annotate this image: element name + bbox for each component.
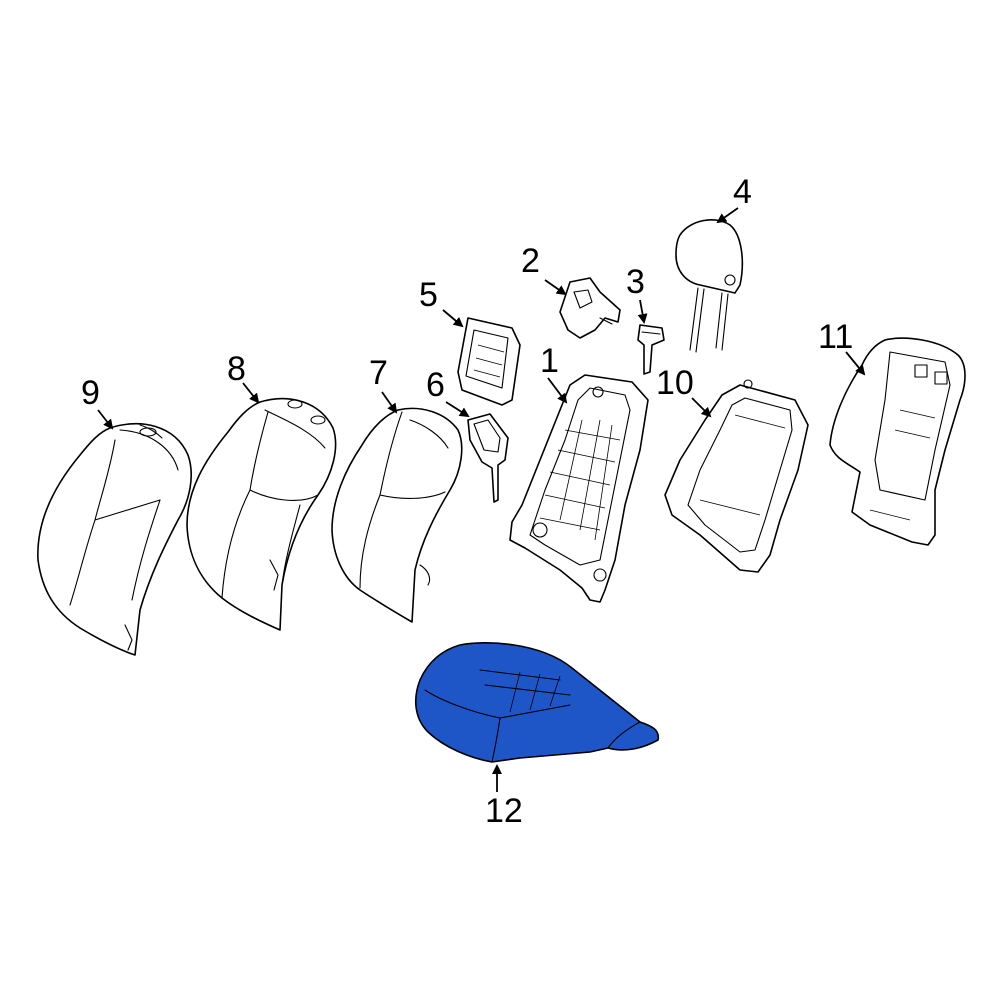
leader-11 xyxy=(845,351,866,376)
leader-4 xyxy=(716,207,739,224)
callout-5: 5 xyxy=(419,276,438,314)
callout-2: 2 xyxy=(521,242,540,280)
leader-2 xyxy=(544,279,567,296)
part-8-seat-back-cushion[interactable] xyxy=(186,397,337,631)
part-7-seat-back-pad[interactable] xyxy=(331,407,463,623)
part-4-headrest[interactable] xyxy=(675,219,744,353)
part-1-seat-back-frame[interactable] xyxy=(509,374,649,603)
callout-4: 4 xyxy=(733,173,752,211)
callout-8: 8 xyxy=(227,350,246,388)
callout-labels: 1 2 3 4 5 6 7 8 9 10 11 12 xyxy=(81,173,853,830)
callout-12: 12 xyxy=(485,792,523,830)
callout-7: 7 xyxy=(369,354,388,392)
part-6-bracket[interactable] xyxy=(467,413,509,503)
part-9-seat-back-cover[interactable] xyxy=(37,422,192,656)
leader-5 xyxy=(442,309,464,328)
callout-10: 10 xyxy=(656,364,694,402)
callout-6: 6 xyxy=(426,366,445,404)
part-11-rear-trim-panel[interactable] xyxy=(829,337,966,546)
leader-10 xyxy=(691,397,712,418)
part-10-back-panel[interactable] xyxy=(664,379,809,573)
callout-leaders xyxy=(97,207,866,792)
leader-8 xyxy=(242,382,260,404)
leader-7 xyxy=(381,391,398,414)
part-2-bracket[interactable] xyxy=(559,277,621,339)
leader-9 xyxy=(97,409,114,430)
callout-11: 11 xyxy=(818,318,853,356)
callout-9: 9 xyxy=(81,374,100,412)
part-3-headrest-guide[interactable] xyxy=(637,324,665,375)
part-12-seat-cushion[interactable] xyxy=(414,642,660,763)
leader-6 xyxy=(445,401,470,418)
leader-3 xyxy=(637,299,648,324)
callout-1: 1 xyxy=(540,342,559,380)
part-5-panel[interactable] xyxy=(457,317,521,406)
callout-3: 3 xyxy=(626,263,645,301)
leader-1 xyxy=(547,377,568,404)
